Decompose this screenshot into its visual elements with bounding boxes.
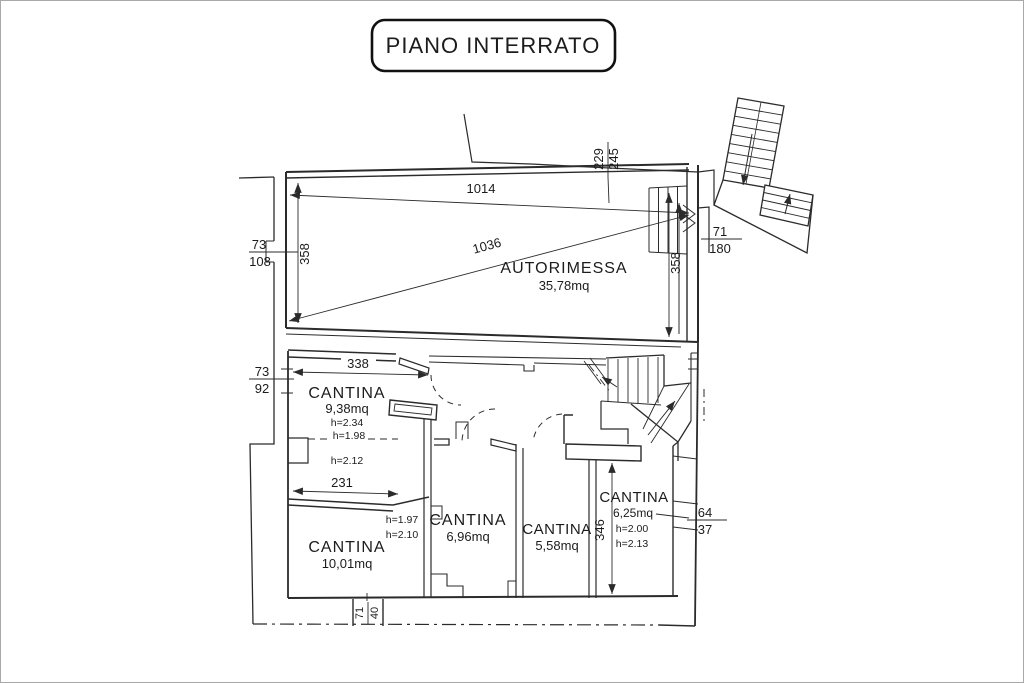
dim-338: 338: [347, 356, 369, 371]
height-cantina-625-1: h=2.00: [616, 523, 649, 535]
opening-73-108: 73 108: [249, 237, 298, 269]
cellar-block: [281, 349, 699, 626]
room-label-cantina-558: CANTINA: [522, 521, 591, 538]
page-title: PIANO INTERRATO: [386, 33, 601, 58]
opening-73-108-w: 73: [252, 237, 266, 252]
dim-346: 346: [592, 519, 607, 541]
height-198: h=1.98: [333, 430, 366, 442]
interior-staircase: [583, 357, 692, 461]
room-area-autorimessa: 35,78mq: [539, 278, 590, 293]
title-box: PIANO INTERRATO: [370, 18, 617, 73]
room-label-cantina-1001: CANTINA: [308, 539, 385, 556]
dim-358-right: 358: [668, 252, 683, 274]
dim-line-338: [292, 368, 429, 379]
garage: [285, 163, 699, 348]
dim-line-1014: [289, 191, 690, 217]
opening-64-37-h: 37: [698, 522, 712, 537]
opening-71-180-w: 71: [713, 224, 727, 239]
dim-1014: 1014: [467, 181, 496, 196]
room-area-cantina-625: 6,25mq: [613, 506, 653, 520]
plot-boundary: [238, 113, 705, 627]
dim-line-231: [292, 487, 399, 498]
opening-73-92-h: 92: [255, 381, 269, 396]
room-area-cantina-1001: 10,01mq: [322, 556, 373, 571]
dim-231: 231: [331, 475, 353, 490]
room-label-cantina-696: CANTINA: [429, 512, 506, 529]
opening-71-180-h: 180: [709, 241, 731, 256]
height-cantina-938: h=2.34: [331, 417, 364, 429]
height-210: h=2.10: [386, 529, 419, 541]
room-label-cantina-625: CANTINA: [599, 489, 668, 506]
dim-245: 245: [606, 148, 621, 170]
opening-71-40: 71 40: [354, 593, 381, 624]
dim-229: 229: [591, 148, 606, 170]
dim-358-left: 358: [297, 243, 312, 265]
height-212: h=2.12: [331, 455, 364, 467]
opening-71-40-h: 40: [369, 607, 381, 619]
dim-229-245: 229 245: [591, 142, 621, 204]
opening-71-40-w: 71: [354, 607, 366, 619]
dim-line-1036: [288, 213, 690, 323]
opening-64-37-w: 64: [698, 505, 712, 520]
dim-1036: 1036: [471, 235, 503, 257]
opening-73-92-w: 73: [255, 364, 269, 379]
external-staircase: [697, 97, 814, 255]
opening-73-92: 73 92: [249, 364, 294, 396]
room-label-autorimessa: AUTORIMESSA: [500, 260, 627, 277]
height-cantina-625-2: h=2.13: [616, 538, 649, 550]
height-197: h=1.97: [386, 514, 419, 526]
room-area-cantina-938: 9,38mq: [325, 401, 368, 416]
room-label-cantina-938: CANTINA: [308, 385, 385, 402]
room-area-cantina-558: 5,58mq: [535, 538, 578, 553]
room-area-cantina-696: 6,96mq: [446, 529, 489, 544]
opening-labels: 73 108 73 92 71 180 64 37 71 40: [249, 224, 742, 624]
opening-73-108-h: 108: [249, 254, 271, 269]
opening-71-180: 71 180: [701, 224, 742, 256]
opening-64-37: 64 37: [655, 505, 727, 537]
